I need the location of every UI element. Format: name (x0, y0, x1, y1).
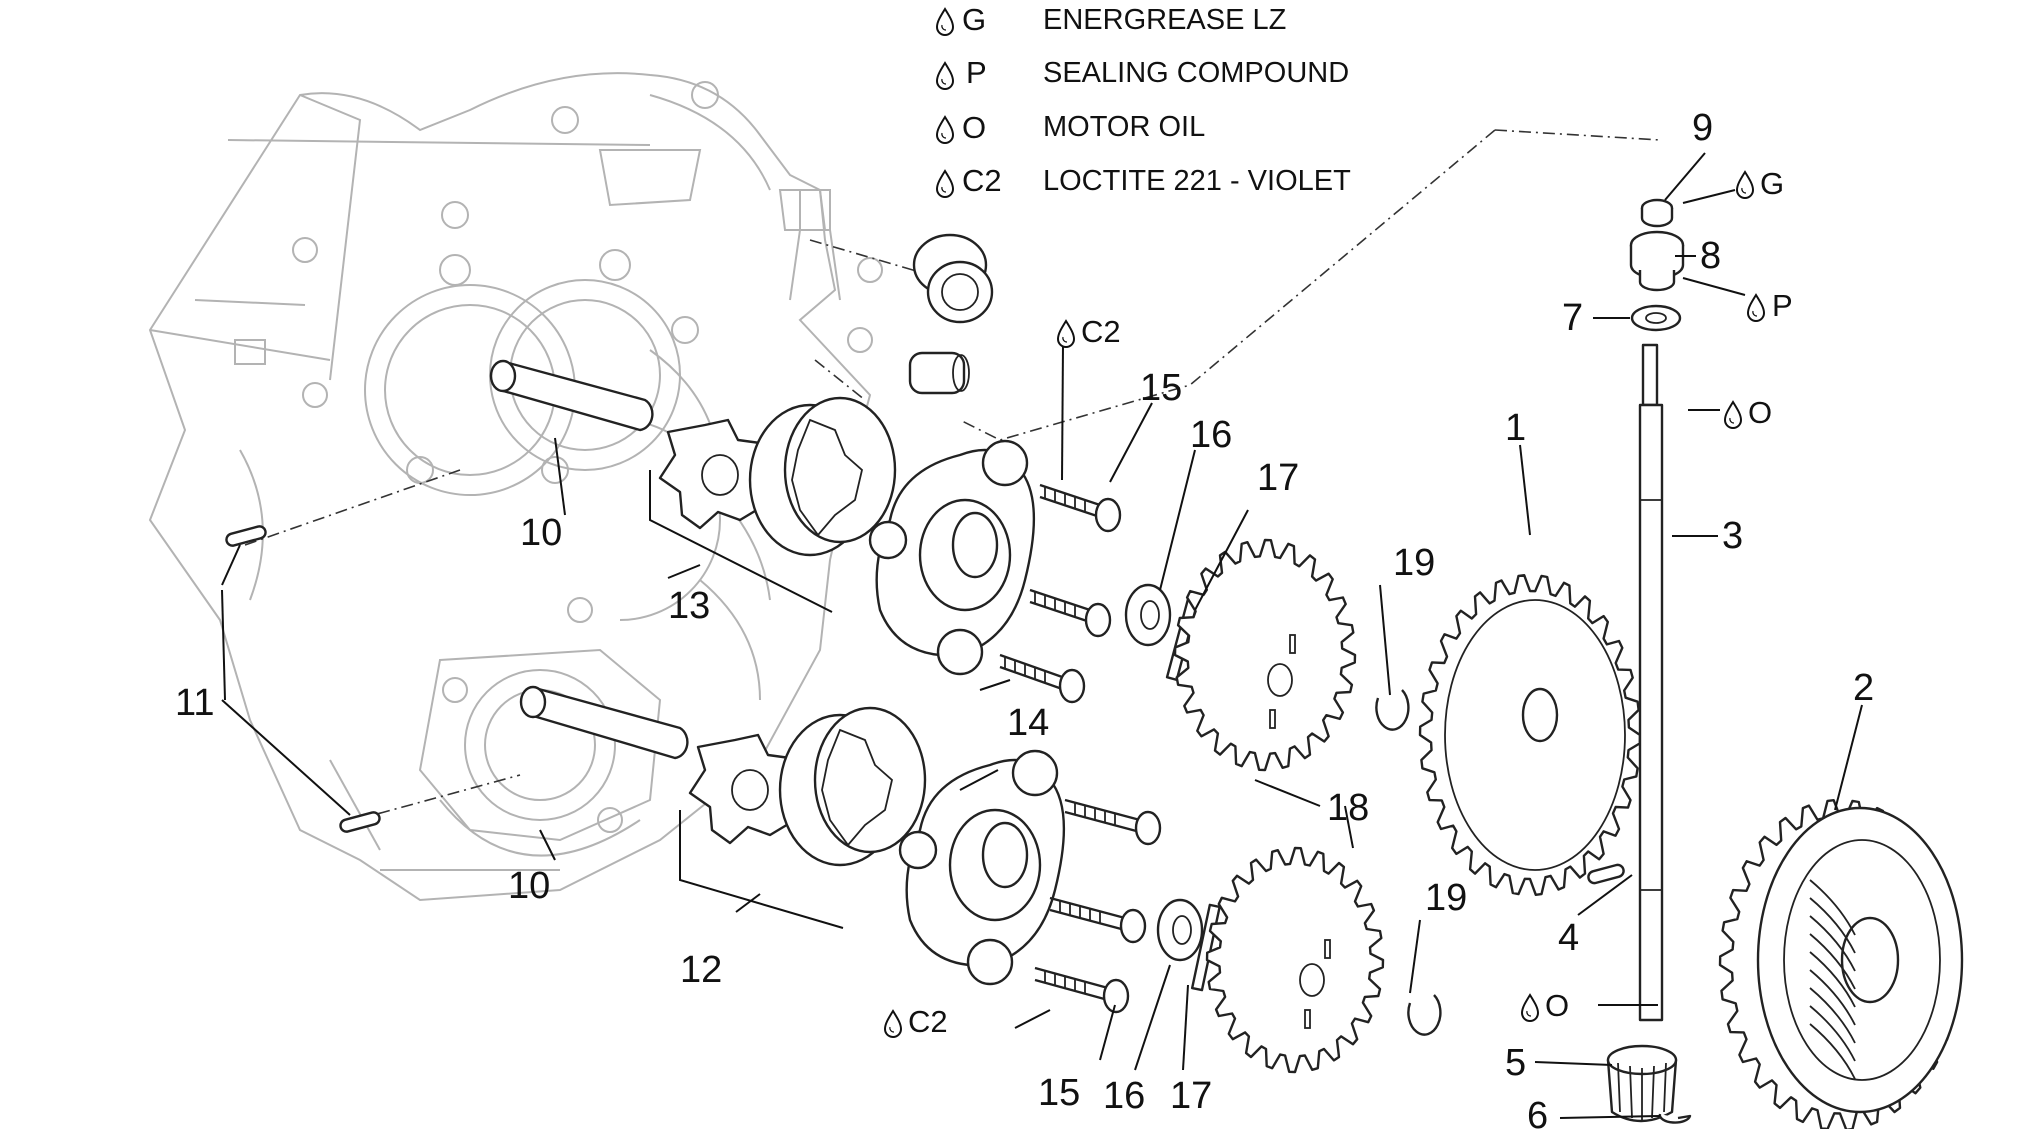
lube-mark: O (1748, 395, 1772, 430)
bushing-9 (1640, 198, 1674, 228)
callout-14: 14 (1007, 702, 1049, 744)
lube-mark: G (1760, 166, 1784, 201)
screws-lower (1034, 798, 1162, 1014)
callout-2: 2 (1853, 667, 1874, 709)
callout-9: 9 (1692, 107, 1713, 149)
legend-row-g: G ENERGREASE LZ (936, 2, 1286, 37)
callout-17-lower: 17 (1170, 1075, 1212, 1117)
gear-lower (1205, 846, 1385, 1074)
callout-16-upper: 16 (1190, 414, 1232, 456)
screws-upper (999, 483, 1122, 704)
pin-4 (1587, 863, 1625, 885)
lube-mark: P (1772, 288, 1793, 323)
legend-description: MOTOR OIL (1043, 111, 1205, 143)
callout-4: 4 (1558, 917, 1579, 959)
drop-icon (884, 1010, 902, 1038)
callout-15-lower: 15 (1038, 1072, 1080, 1114)
drive-shaft (1638, 343, 1664, 1022)
drop-icon (936, 62, 954, 90)
drop-icon (936, 8, 954, 36)
clip-6 (1658, 1113, 1692, 1124)
pump-shaft-lower (519, 685, 689, 760)
callout-16-lower: 16 (1103, 1075, 1145, 1117)
pump-cover-upper (868, 439, 1036, 676)
callout-3: 3 (1722, 515, 1743, 557)
legend-description: SEALING COMPOUND (1043, 57, 1349, 89)
callout-1: 1 (1505, 407, 1526, 449)
legend-code: O (962, 110, 986, 145)
pin-lower (339, 811, 381, 833)
callout-labels: 1 2 3 4 5 6 7 8 9 10 10 11 12 13 14 15 1… (175, 107, 1874, 1129)
rotor-assembly-upper (658, 396, 897, 557)
callout-19-lower: 19 (1425, 877, 1467, 919)
pin-upper (225, 525, 267, 547)
lube-mark: O (1545, 988, 1569, 1023)
legend-code: P (966, 55, 987, 90)
assembly-lines (244, 129, 1661, 821)
callout-13: 13 (668, 585, 710, 627)
drop-icon (1736, 171, 1754, 199)
pinion-5 (1606, 1044, 1678, 1123)
washer-7 (1630, 304, 1682, 332)
pump-cover-lower (898, 749, 1066, 986)
legend-description: LOCTITE 221 - VIOLET (1043, 165, 1351, 197)
callout-5: 5 (1505, 1042, 1526, 1084)
gear-upper (1173, 538, 1357, 772)
callout-15-upper: 15 (1140, 367, 1182, 409)
lubricant-marks: G P O O C2 C2 (884, 166, 1793, 1039)
callout-18: 18 (1327, 787, 1369, 829)
legend-row-p: P SEALING COMPOUND (936, 55, 1349, 90)
legend-description: ENERGREASE LZ (1043, 4, 1286, 36)
callout-19-upper: 19 (1393, 542, 1435, 584)
plug-8 (1629, 230, 1685, 292)
drop-icon (936, 116, 954, 144)
legend-row-o: O MOTOR OIL (936, 110, 1205, 145)
drop-icon (1747, 294, 1765, 322)
drop-icon (1057, 320, 1075, 348)
legend-row-c2: C2 LOCTITE 221 - VIOLET (936, 163, 1351, 198)
callout-10-upper: 10 (520, 512, 562, 554)
gear-bevel-2 (1718, 799, 1964, 1129)
legend-code: C2 (962, 163, 1002, 198)
drop-icon (936, 170, 954, 198)
gear-large-1 (1418, 574, 1642, 896)
washer-lower (1156, 898, 1204, 962)
circlip-upper (1375, 689, 1410, 731)
bush-upper (912, 233, 994, 324)
callout-7: 7 (1562, 297, 1583, 339)
callout-12: 12 (680, 949, 722, 991)
legend: G ENERGREASE LZ P SEALING COMPOUND O MOT… (936, 2, 1351, 198)
drop-icon (1724, 401, 1742, 429)
callout-17-upper: 17 (1257, 457, 1299, 499)
lube-mark: C2 (908, 1004, 948, 1039)
rotor-assembly-lower (688, 706, 927, 867)
pump-shaft-upper (489, 359, 654, 432)
callout-8: 8 (1700, 235, 1721, 277)
circlip-lower (1407, 994, 1442, 1036)
lube-mark: C2 (1081, 314, 1121, 349)
callout-6: 6 (1527, 1095, 1548, 1129)
drop-icon (1521, 994, 1539, 1022)
callout-10-lower: 10 (508, 865, 550, 907)
leader-lines (221, 152, 1863, 1119)
crankcase-outline (148, 72, 883, 902)
bush-lower (908, 351, 970, 395)
washer-upper (1124, 583, 1172, 647)
legend-code: G (962, 2, 986, 37)
callout-11: 11 (175, 682, 214, 724)
